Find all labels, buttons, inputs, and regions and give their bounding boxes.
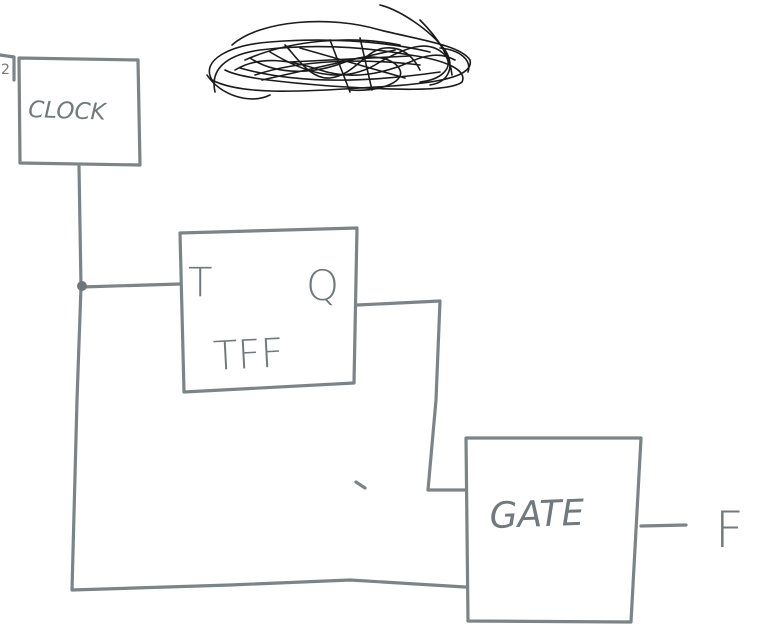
gate-block: GATE — [464, 436, 643, 624]
wire-clock-to-tff-t — [79, 282, 182, 289]
junction-dot — [77, 281, 87, 291]
clock-label: CLOCK — [28, 97, 108, 126]
tff-input-pin-label: T — [188, 260, 212, 306]
tff-block: T Q TFF — [178, 226, 359, 394]
stray-pencil-mark — [354, 480, 367, 490]
tff-output-pin-label: Q — [306, 261, 339, 310]
wire-clock-down — [77, 164, 83, 289]
corner-mark-digit: 2 — [1, 62, 10, 78]
tff-box — [178, 226, 359, 394]
scribbled-out-text — [206, 4, 471, 100]
wire-gate-output — [639, 523, 688, 528]
wires — [70, 164, 688, 592]
output-label: F — [715, 501, 744, 559]
gate-label: GATE — [489, 493, 585, 537]
tff-label: TFF — [212, 330, 285, 380]
page-corner-mark — [0, 53, 16, 82]
wire-tff-q-to-gate — [355, 299, 468, 492]
wire-clock-loop-to-gate — [70, 285, 467, 592]
clock-box — [17, 56, 142, 167]
clock-block: 2 CLOCK — [0, 53, 142, 167]
gate-box — [464, 436, 643, 624]
